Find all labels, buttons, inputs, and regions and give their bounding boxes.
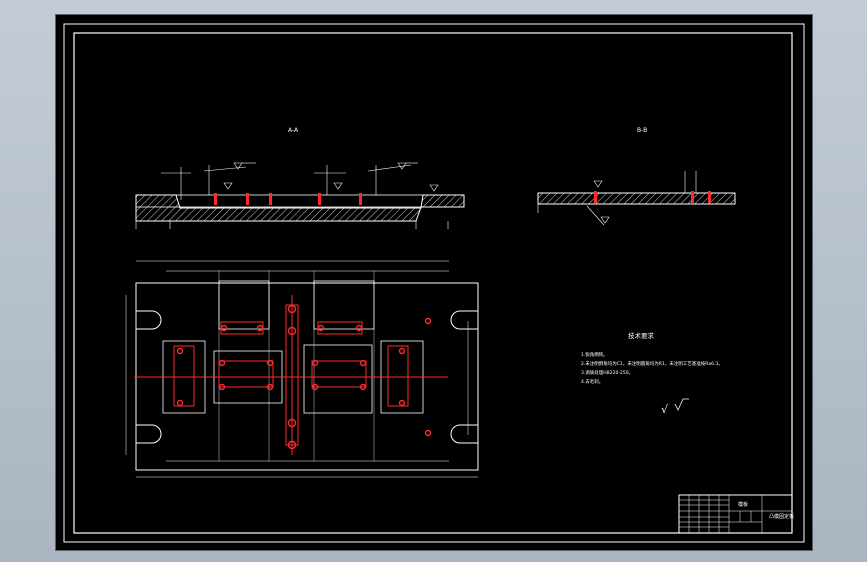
cad-drawing: A-A B-B bbox=[63, 23, 805, 543]
hole-pattern bbox=[134, 295, 448, 455]
section-view-a: A-A bbox=[135, 127, 465, 229]
title-block: 模板 凸模固定板 bbox=[678, 494, 794, 534]
section-a-label: A-A bbox=[288, 127, 299, 134]
inner-border bbox=[73, 32, 793, 534]
note-item-1: 1.锐角倒钝。 bbox=[581, 351, 608, 358]
section-view-b: B-B bbox=[537, 127, 736, 226]
note-item-4: 4.去毛刺。 bbox=[581, 378, 603, 385]
notes-title: 技术要求 bbox=[628, 331, 655, 340]
plan-view bbox=[125, 260, 479, 478]
drawing-number: 凸模固定板 bbox=[769, 513, 794, 520]
note-item-3: 3.调质处理HB220-250。 bbox=[581, 369, 633, 376]
outer-border bbox=[63, 23, 805, 543]
roughness-mark bbox=[674, 398, 689, 411]
part-name: 模板 bbox=[738, 501, 748, 508]
section-b-label: B-B bbox=[637, 127, 647, 134]
note-item-2: 2.未注明倒角均为C1，未注明圆角均为R1，未注明工艺基准按Ra6.3。 bbox=[581, 360, 723, 367]
cad-viewport[interactable]: A-A B-B bbox=[55, 14, 813, 551]
technical-notes: 技术要求 1.锐角倒钝。 2.未注明倒角均为C1，未注明圆角均为R1，未注明工艺… bbox=[581, 331, 723, 416]
roughness-symbol: √ bbox=[661, 403, 669, 416]
